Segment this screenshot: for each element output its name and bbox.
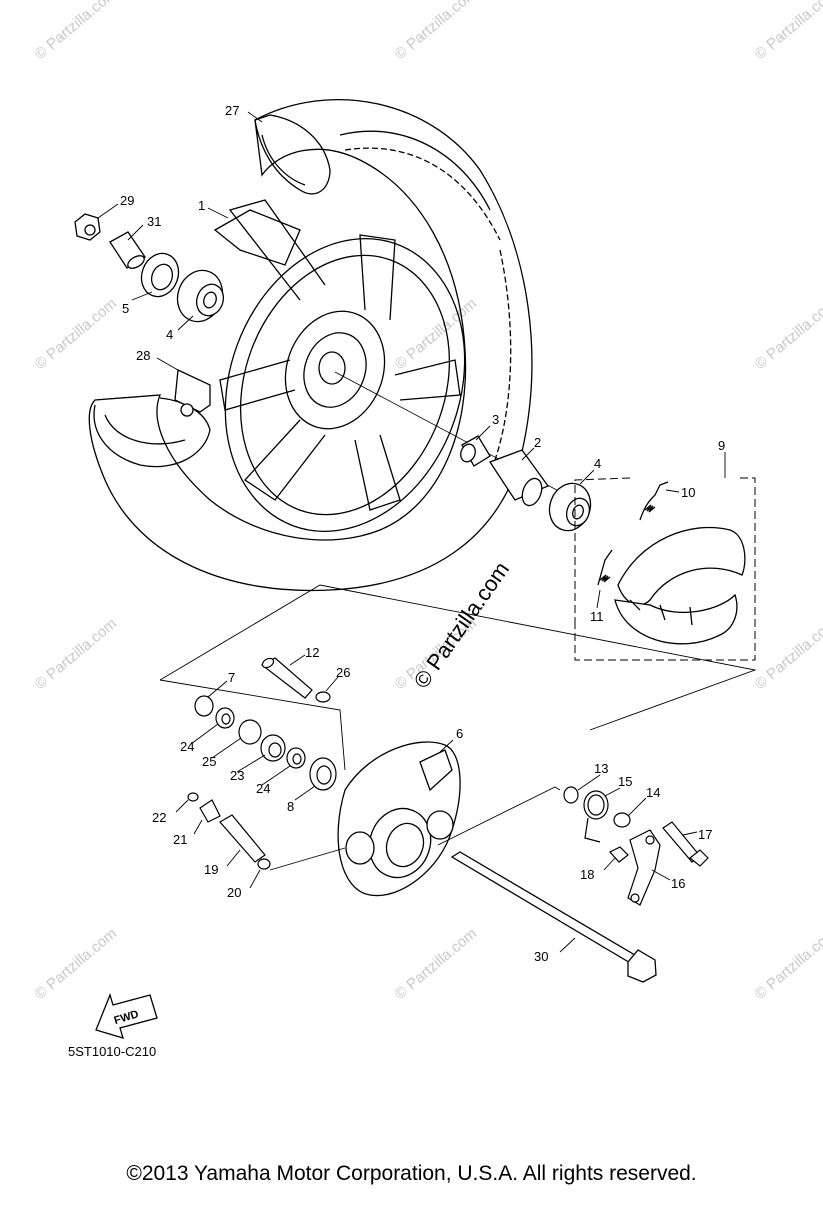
- right-hardware: [460, 435, 592, 532]
- watermark-9: © Partzilla.com: [32, 925, 120, 1003]
- part-label-7: 7: [228, 670, 235, 685]
- part-label-10: 10: [681, 485, 695, 500]
- part-label-8: 8: [287, 799, 294, 814]
- part-label-20: 20: [227, 885, 241, 900]
- part-label-17: 17: [698, 827, 712, 842]
- fwd-arrow: FWD: [95, 993, 158, 1039]
- cam-shaft-parts: [187, 657, 337, 870]
- part-label-23: 23: [230, 768, 244, 783]
- part-label-19: 19: [204, 862, 218, 877]
- watermark-11: © Partzilla.com: [752, 925, 823, 1003]
- part-label-22: 22: [152, 810, 166, 825]
- part-label-30: 30: [534, 949, 548, 964]
- axle: [450, 851, 657, 983]
- part-label-27: 27: [225, 103, 239, 118]
- part-label-2: 2: [534, 435, 541, 450]
- part-label-1: 1: [198, 198, 205, 213]
- part-label-29: 29: [120, 193, 134, 208]
- part-label-25: 25: [202, 754, 216, 769]
- assembly-leader: [159, 584, 757, 731]
- part-label-14: 14: [646, 785, 660, 800]
- part-label-21: 21: [173, 832, 187, 847]
- part-label-4-right: 4: [594, 456, 601, 471]
- part-label-24-first: 24: [180, 739, 194, 754]
- part-label-26: 26: [336, 665, 350, 680]
- brake-arm-parts: [563, 786, 709, 906]
- callout-leaders: [97, 111, 726, 953]
- watermark-5: © Partzilla.com: [752, 295, 823, 373]
- brand-watermark: © Partzilla.com: [409, 557, 515, 693]
- part-label-4-left: 4: [166, 327, 173, 342]
- part-label-5: 5: [122, 301, 129, 316]
- copyright-notice: ©2013 Yamaha Motor Corporation, U.S.A. A…: [126, 1162, 697, 1185]
- part-label-6: 6: [456, 726, 463, 741]
- watermark-10: © Partzilla.com: [392, 925, 480, 1003]
- watermark-0: © Partzilla.com: [32, 0, 120, 63]
- part-labels: 27 1 29 31 5 4 28 3 2 4 9 10 11 12 26 7 …: [120, 103, 725, 964]
- drawing-code: 5ST1010-C210: [68, 1044, 156, 1059]
- watermark-3: © Partzilla.com: [32, 295, 120, 373]
- part-label-11: 11: [590, 609, 604, 624]
- part-label-15: 15: [618, 774, 632, 789]
- watermark-4: © Partzilla.com: [392, 295, 480, 373]
- part-label-31: 31: [147, 214, 161, 229]
- brake-shoe-assembly: [574, 477, 756, 661]
- part-label-3: 3: [492, 412, 499, 427]
- part-label-9: 9: [718, 438, 725, 453]
- tire-and-wheel: [88, 98, 533, 592]
- part-label-16: 16: [671, 876, 685, 891]
- watermark-2: © Partzilla.com: [752, 0, 823, 63]
- part-label-24-second: 24: [256, 781, 270, 796]
- left-hardware: [74, 213, 225, 417]
- part-label-28: 28: [136, 348, 150, 363]
- watermark-6: © Partzilla.com: [32, 615, 120, 693]
- arm-leader: [437, 786, 561, 846]
- brake-panel: [337, 741, 461, 897]
- watermark-8: © Partzilla.com: [752, 615, 823, 693]
- part-label-13: 13: [594, 761, 608, 776]
- watermark-1: © Partzilla.com: [392, 0, 480, 63]
- part-label-18: 18: [580, 867, 594, 882]
- part-label-12: 12: [305, 645, 319, 660]
